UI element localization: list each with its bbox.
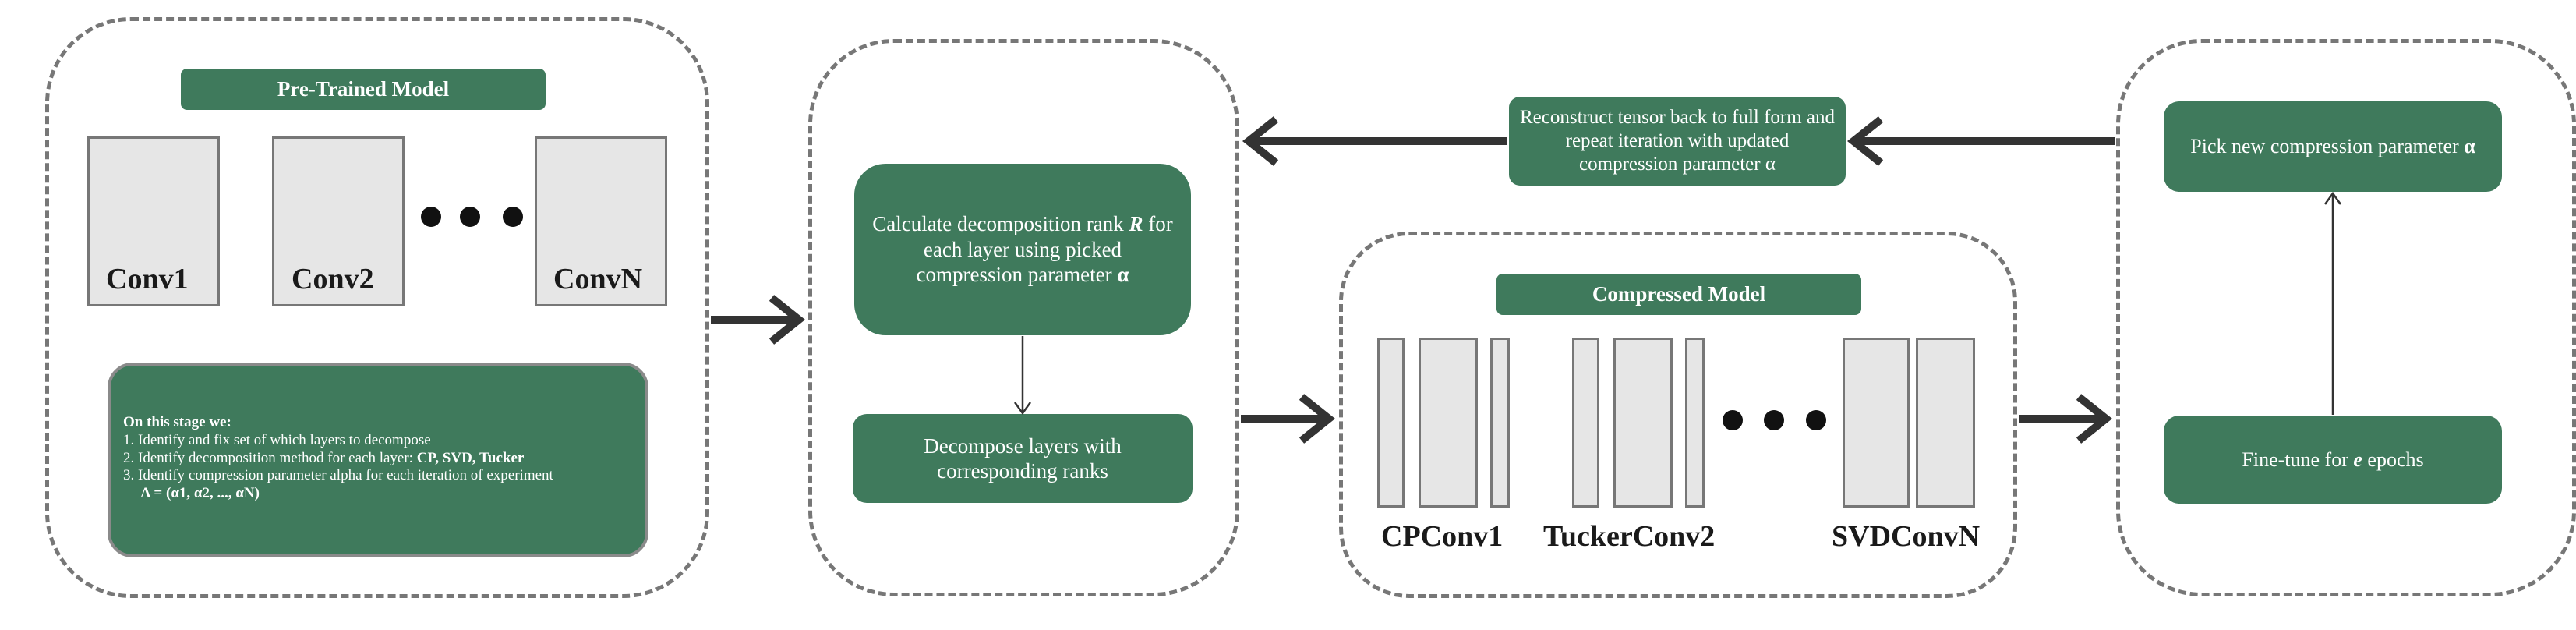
arrow-stage2-to-stage3-head — [1299, 394, 1336, 444]
notes-methods: CP, SVD, Tucker — [416, 449, 525, 466]
finetune-epochs-symbol: e — [2353, 448, 2362, 471]
conv1-layer — [87, 136, 220, 306]
notes-line-2: 2. Identify decomposition method for eac… — [123, 450, 645, 468]
arrow-finetune-to-pick-head — [2323, 191, 2342, 205]
compressed-model-title: Compressed Model — [1496, 274, 1861, 315]
finetune-box: Fine-tune for e epochs — [2164, 416, 2502, 504]
convn-layer — [535, 136, 667, 306]
ellipsis-dot — [460, 207, 480, 227]
conv1-label: Conv1 — [106, 263, 189, 296]
ellipsis-dot — [1806, 410, 1826, 430]
cp-layer-factor — [1419, 338, 1478, 508]
notes-line-1: 1. Identify and fix set of which layers … — [123, 431, 431, 448]
stage-notes-box: On this stage we: 1. Identify and fix se… — [108, 363, 648, 557]
decomposition-stage-panel — [808, 39, 1239, 596]
reconstruct-box: Reconstruct tensor back to full form and… — [1509, 97, 1846, 186]
pretrained-model-title: Pre-Trained Model — [181, 69, 546, 110]
rank-text-2: for each layer using picked compression … — [916, 212, 1173, 287]
pick-parameter-box: Pick new compression parameter α — [2164, 101, 2502, 192]
notes-line-4: A = (α1, α2, ..., αN) — [140, 485, 260, 502]
compressed-stage-panel — [1339, 232, 2017, 598]
cp-layer-factor — [1490, 338, 1510, 508]
tucker-layer-factor — [1685, 338, 1705, 508]
svdconvn-label: SVDConvN — [1832, 520, 1981, 553]
arrow-rank-to-decompose-head — [1013, 402, 1032, 416]
pick-text: Pick new compression parameter — [2190, 135, 2465, 158]
notes-heading: On this stage we: — [123, 414, 231, 430]
pick-alpha: α — [2464, 135, 2475, 158]
decompose-text: Decompose layers with corresponding rank… — [924, 434, 1122, 483]
tucker-layer-factor — [1572, 338, 1599, 508]
cp-layer-factor — [1377, 338, 1405, 508]
arrow-reconstruct-to-stage2-head — [1242, 116, 1279, 166]
arrow-stage3-to-stage4-head — [2076, 394, 2113, 444]
tucker-layer-factor — [1613, 338, 1673, 508]
cpconv1-label: CPConv1 — [1381, 520, 1504, 553]
decompose-layers-box: Decompose layers with corresponding rank… — [853, 414, 1193, 503]
finetune-stage-panel — [2116, 39, 2576, 596]
rank-text-1: Calculate decomposition rank — [872, 212, 1129, 236]
ellipsis-dot — [503, 207, 523, 227]
pretrained-stage-panel — [45, 17, 709, 598]
rank-alpha: α — [1117, 263, 1129, 287]
finetune-text-2: epochs — [2362, 448, 2424, 471]
ellipsis-dot — [1723, 410, 1743, 430]
ellipsis-dot — [421, 207, 441, 227]
reconstruct-text: Reconstruct tensor back to full form and… — [1519, 107, 1836, 175]
finetune-text-1: Fine-tune for — [2242, 448, 2354, 471]
conv2-layer — [272, 136, 405, 306]
svd-layer-factor — [1843, 338, 1910, 508]
arrow-stage4-to-reconstruct-head — [1846, 116, 1884, 166]
calculate-rank-box: Calculate decomposition rank R for each … — [854, 164, 1191, 335]
conv2-label: Conv2 — [292, 263, 374, 296]
svd-layer-factor — [1916, 338, 1975, 508]
convn-label: ConvN — [553, 263, 643, 296]
notes-line-2-text: 2. Identify decomposition method for eac… — [123, 449, 417, 466]
notes-line-3: 3. Identify compression parameter alpha … — [123, 467, 553, 484]
rank-symbol: R — [1129, 212, 1143, 236]
arrow-stage1-to-stage2-head — [769, 295, 806, 345]
ellipsis-dot — [1764, 410, 1784, 430]
tuckerconv2-label: TuckerConv2 — [1543, 520, 1716, 553]
